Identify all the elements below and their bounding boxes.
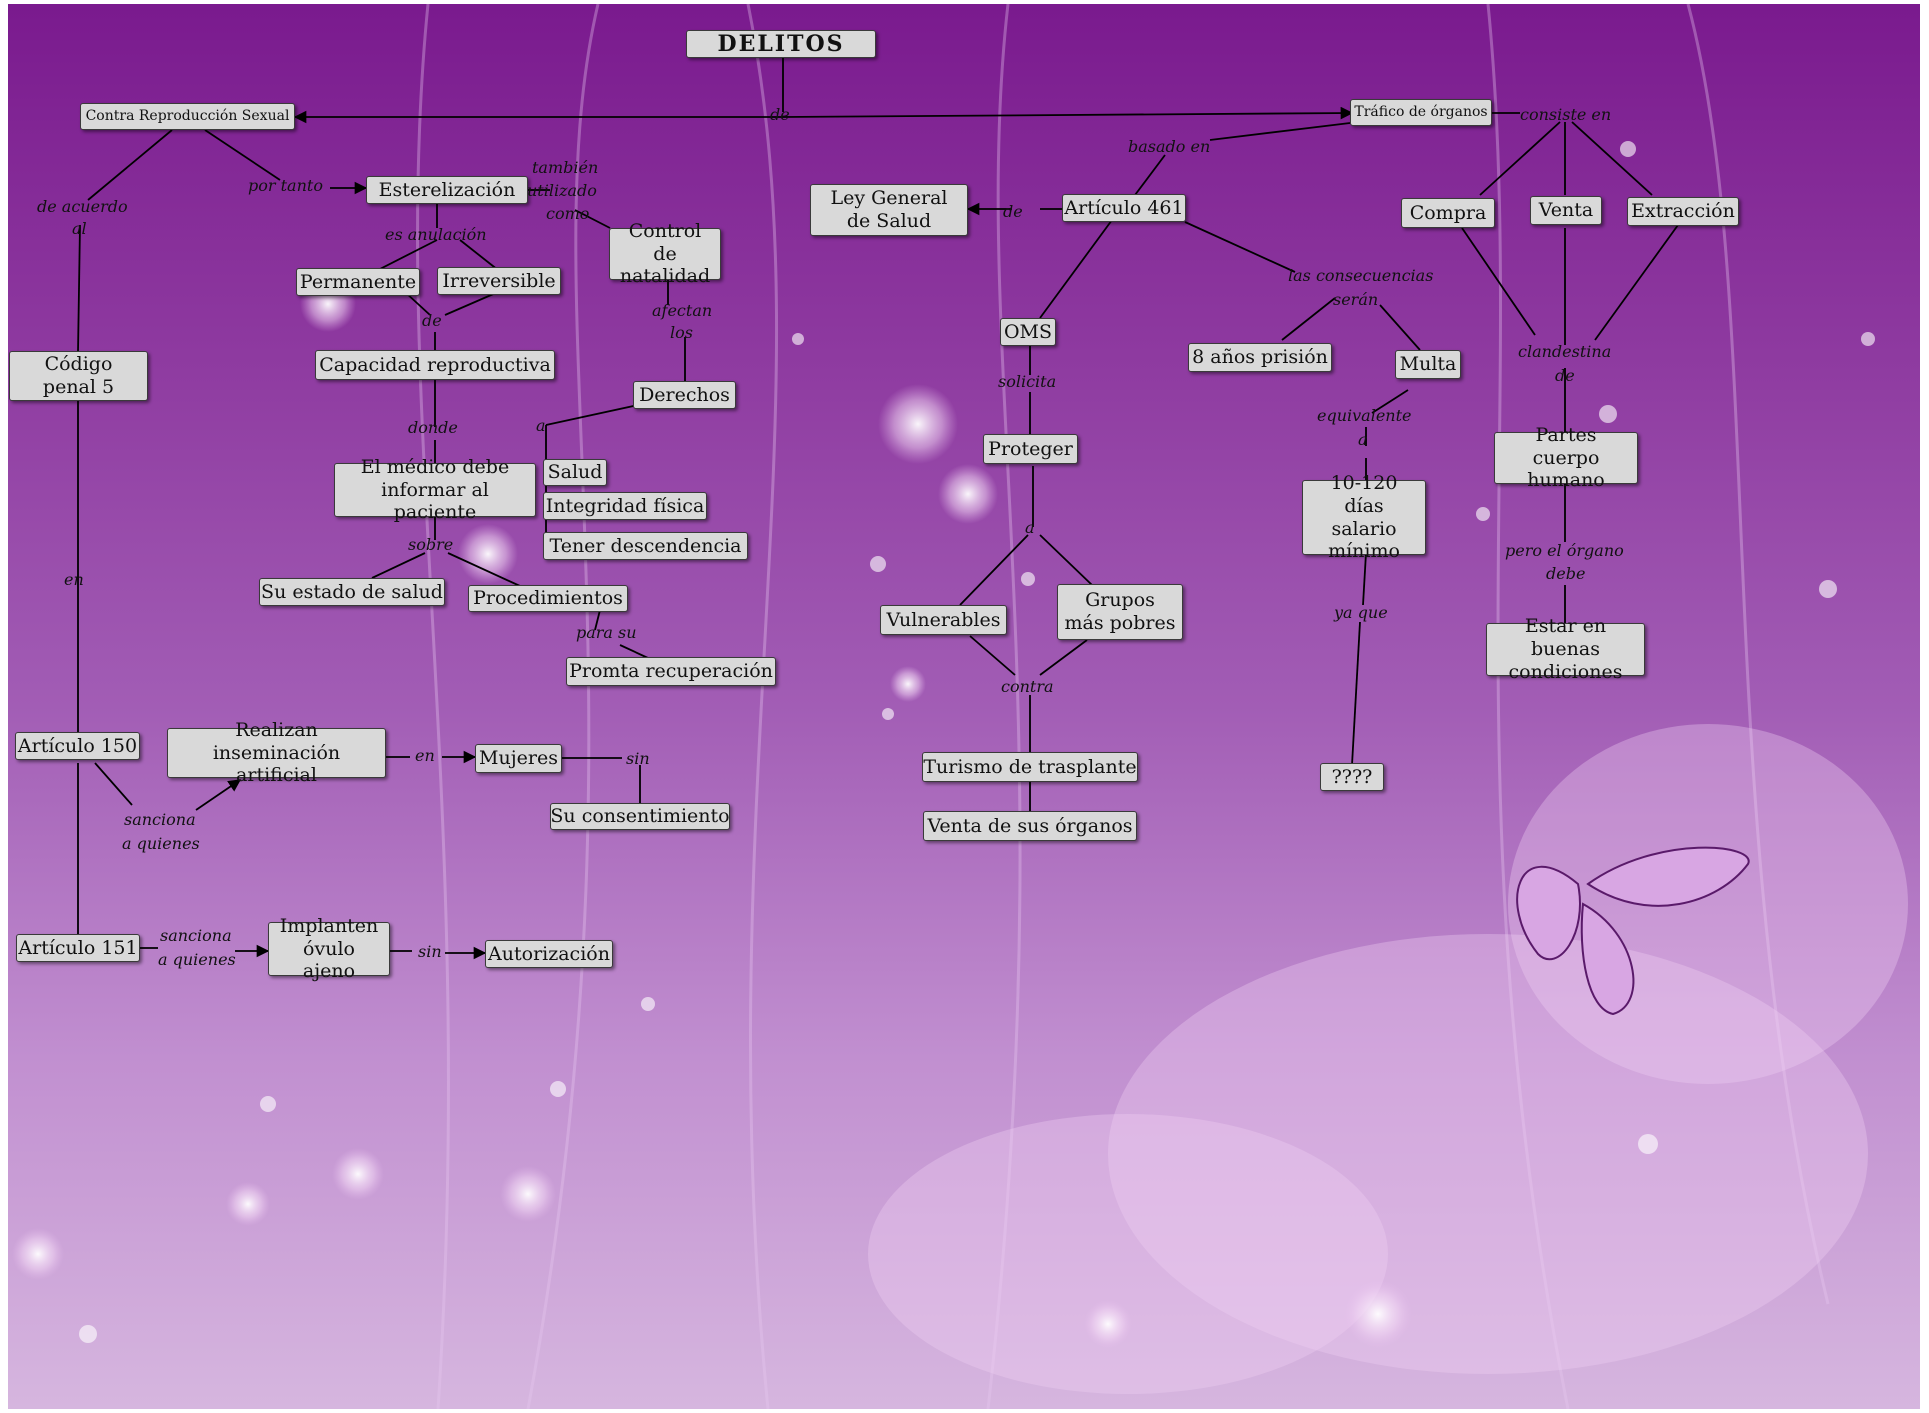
link-label-sin-implanten: sin (418, 942, 442, 961)
link-label-sanciona-2: sanciona (160, 926, 232, 945)
node-estar-buenas-condiciones: Estar en buenas condiciones (1486, 615, 1645, 683)
node-capacidad-reproductiva: Capacidad reproductiva (315, 350, 555, 380)
link-label-consiste-en: consiste en (1520, 105, 1612, 124)
node-integridad-fisica: Integridad física (543, 492, 707, 520)
link-label-clandestina: clandestina (1518, 342, 1612, 361)
link-label-sin-mujeres: sin (626, 749, 650, 768)
purple-floral-background (8, 4, 1920, 1409)
node-promta-recuperacion: Promta recuperación (566, 657, 776, 686)
link-label-basado-en: basado en (1128, 137, 1211, 156)
node-ley-general-salud: Ley General de Salud (810, 184, 968, 236)
node-permanente: Permanente (296, 268, 420, 296)
link-label-a-equivalente: a (1358, 430, 1368, 449)
link-label-es-anulacion: es anulación (385, 225, 487, 244)
link-label-a-proteger: a (1025, 518, 1035, 537)
node-su-estado-salud: Su estado de salud (259, 578, 445, 606)
node-ocho-anos-prision: 8 años prisión (1188, 343, 1332, 372)
link-label-de-ley: de (1003, 202, 1023, 221)
node-realizan-inseminacion: Realizan inseminación artificial (167, 719, 386, 786)
link-label-en-inseminacion: en (415, 746, 435, 765)
link-label-a-derechos: a (536, 416, 546, 435)
link-label-como: como (546, 204, 590, 223)
link-label-sobre: sobre (408, 535, 454, 554)
link-label-en-codigo: en (64, 570, 84, 589)
node-articulo-150: Artículo 150 (15, 732, 140, 760)
node-derechos: Derechos (633, 381, 736, 409)
node-grupos-mas-pobres: Grupos más pobres (1057, 584, 1183, 640)
node-mujeres: Mujeres (475, 744, 562, 773)
link-label-de-top: de (770, 105, 790, 124)
link-label-tambien: también (532, 158, 599, 177)
node-medico-debe-informar: El médico debe informar al paciente (334, 456, 536, 523)
link-label-a-quienes-1: a quienes (122, 834, 200, 853)
link-label-seran: serán (1333, 290, 1379, 309)
link-label-afectan: afectan (652, 301, 713, 320)
link-label-a-quienes-2: a quienes (158, 950, 236, 969)
node-tener-descendencia: Tener descendencia (543, 532, 748, 560)
link-label-ya-que: ya que (1334, 603, 1388, 622)
node-articulo-461: Artículo 461 (1062, 194, 1186, 222)
link-label-para-su: para su (576, 623, 637, 642)
node-contra-reproduccion-sexual: Contra Reproducción Sexual (80, 103, 295, 130)
node-extraccion: Extracción (1627, 197, 1739, 226)
node-esterelizacion: Esterelización (366, 176, 528, 204)
link-label-los: los (670, 323, 693, 342)
node-procedimientos: Procedimientos (468, 585, 628, 612)
link-label-por-tanto: por tanto (248, 176, 323, 195)
link-label-solicita: solicita (998, 372, 1057, 391)
node-oms: OMS (1000, 318, 1056, 346)
node-salud: Salud (543, 459, 607, 486)
node-trafico-organos: Tráfico de órganos (1350, 99, 1492, 126)
node-articulo-151: Artículo 151 (16, 934, 140, 962)
node-implanten-ovulo: Implanten óvulo ajeno (268, 915, 390, 982)
node-compra: Compra (1401, 198, 1495, 228)
link-label-equivalente: equivalente (1317, 406, 1412, 425)
node-venta: Venta (1530, 196, 1602, 225)
node-autorizacion: Autorización (485, 940, 613, 968)
node-delitos: DELITOS (686, 30, 876, 58)
background-decoration (12, 4, 1908, 1409)
node-interrogacion: ???? (1320, 763, 1384, 791)
node-codigo-penal: Código penal 5 (9, 351, 148, 401)
link-label-de-capacidad: de (422, 311, 442, 330)
node-proteger: Proteger (983, 434, 1078, 464)
node-multa: Multa (1395, 350, 1461, 379)
node-vulnerables: Vulnerables (880, 605, 1007, 635)
node-venta-sus-organos: Venta de sus órganos (923, 811, 1137, 841)
link-label-pero-el-organo: pero el órgano (1505, 541, 1624, 560)
node-partes-cuerpo-humano: Partes cuerpo humano (1494, 424, 1638, 491)
link-label-las-consecuencias: las consecuencias (1288, 266, 1434, 285)
node-turismo-trasplante: Turismo de trasplante (922, 752, 1138, 782)
node-su-consentimiento: Su consentimiento (550, 803, 730, 830)
node-control-natalidad: Control de natalidad (609, 220, 721, 287)
link-label-de-clandestina: de (1555, 366, 1575, 385)
link-label-debe: debe (1546, 564, 1586, 583)
link-label-al: al (72, 219, 87, 238)
node-irreversible: Irreversible (437, 267, 561, 295)
link-label-sanciona-1: sanciona (124, 810, 196, 829)
link-label-utilizado: utilizado (527, 181, 597, 200)
link-label-donde: donde (408, 418, 458, 437)
node-dias-salario-minimo: 10-120 días salario mínimo (1302, 472, 1426, 562)
link-label-de-acuerdo: de acuerdo (37, 197, 128, 216)
link-label-contra: contra (1001, 677, 1054, 696)
